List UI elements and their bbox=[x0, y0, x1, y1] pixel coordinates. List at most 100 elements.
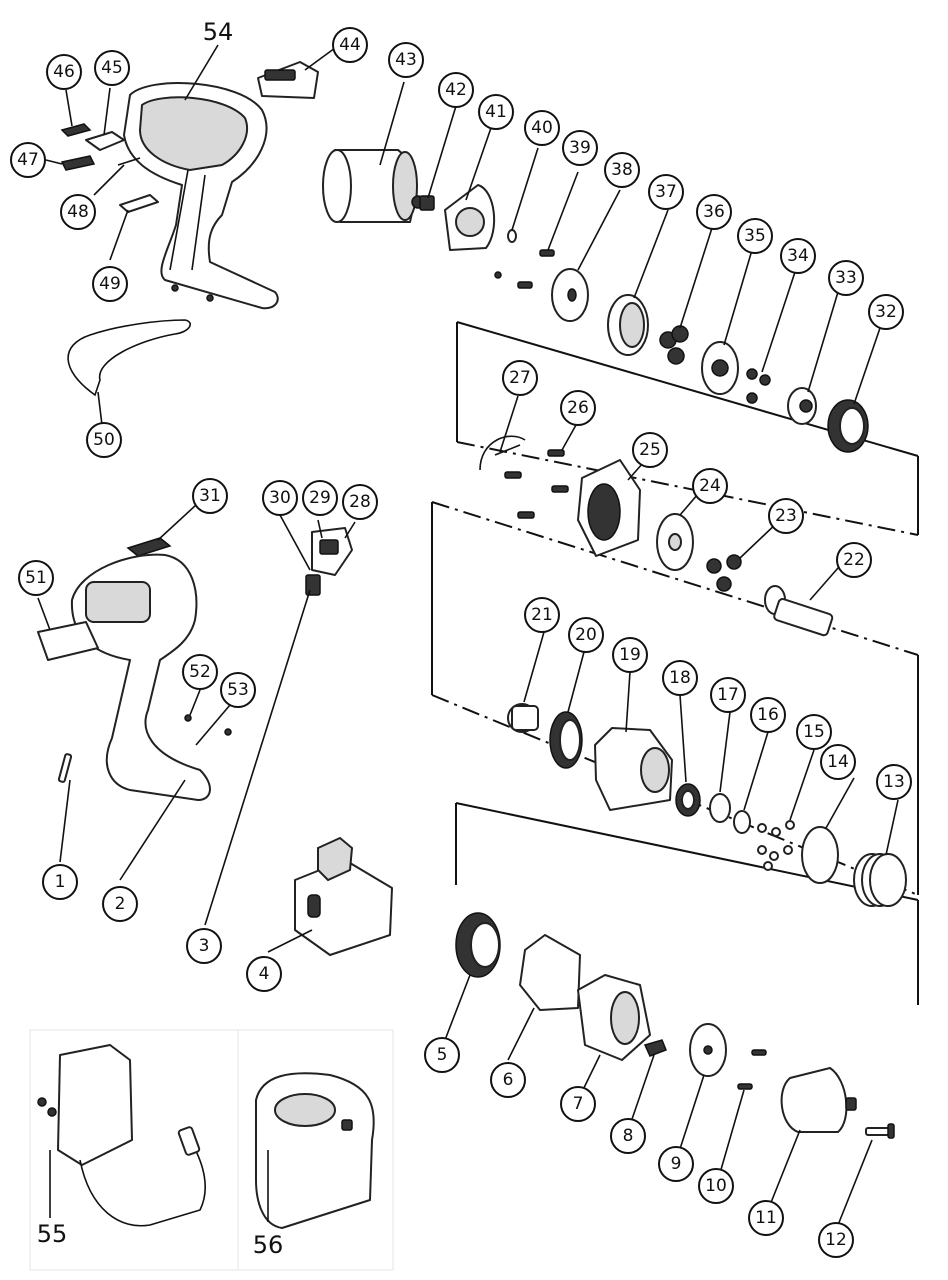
callout-16-circle bbox=[750, 697, 786, 733]
callout-26-label: 26 bbox=[567, 398, 589, 418]
callout-48-circle bbox=[60, 194, 96, 230]
callout-23-circle bbox=[768, 498, 804, 534]
collar-7 bbox=[577, 974, 651, 1061]
callout-3: 3 bbox=[186, 928, 222, 964]
callout-56-label: 56 bbox=[253, 1231, 284, 1259]
callout-14-label: 14 bbox=[827, 752, 849, 772]
callout-31: 31 bbox=[192, 478, 228, 514]
leader-35 bbox=[723, 249, 753, 346]
callout-1-label: 1 bbox=[55, 872, 66, 892]
leader-12 bbox=[835, 1139, 873, 1231]
washer-24 bbox=[656, 513, 694, 571]
callout-15: 15 bbox=[796, 714, 832, 750]
leader-21 bbox=[523, 631, 545, 703]
switch-plate-46 bbox=[60, 123, 92, 137]
callout-51-label: 51 bbox=[25, 568, 47, 588]
callout-7-label: 7 bbox=[573, 1094, 584, 1114]
screw-39 bbox=[517, 249, 555, 289]
callout-9-label: 9 bbox=[671, 1154, 682, 1174]
callout-52-label: 52 bbox=[189, 662, 211, 682]
callout-26: 26 bbox=[560, 390, 596, 426]
callout-54: 54 bbox=[203, 18, 234, 46]
callout-14: 14 bbox=[820, 744, 856, 780]
housing-half-right bbox=[70, 553, 211, 801]
callout-38-circle bbox=[604, 152, 640, 188]
callout-55: 55 bbox=[37, 1220, 68, 1248]
callout-34-circle bbox=[780, 238, 816, 274]
callout-46-circle bbox=[46, 54, 82, 90]
spindle-22 bbox=[764, 585, 834, 637]
callout-52-circle bbox=[182, 654, 218, 690]
callout-44-label: 44 bbox=[339, 35, 361, 55]
gear-case-25 bbox=[577, 459, 641, 557]
bushing-21 bbox=[507, 703, 539, 733]
callout-3-label: 3 bbox=[199, 936, 210, 956]
callout-39-circle bbox=[562, 130, 598, 166]
leader-10 bbox=[717, 1089, 745, 1181]
callout-37-label: 37 bbox=[655, 182, 677, 202]
leader-8 bbox=[629, 1054, 655, 1126]
callout-29-label: 29 bbox=[309, 488, 331, 508]
callout-45-circle bbox=[94, 50, 130, 86]
callout-14-circle bbox=[820, 744, 856, 780]
ring-32 bbox=[827, 399, 869, 453]
nut-52 bbox=[184, 714, 192, 722]
callout-4: 4 bbox=[246, 956, 282, 992]
ring-17 bbox=[709, 793, 731, 823]
callout-37: 37 bbox=[648, 174, 684, 210]
callout-51: 51 bbox=[18, 560, 54, 596]
callout-2: 2 bbox=[102, 886, 138, 922]
screws-26 bbox=[517, 449, 569, 519]
callout-24-label: 24 bbox=[699, 476, 721, 496]
callout-48: 48 bbox=[60, 194, 96, 230]
chuck-11 bbox=[780, 1067, 857, 1133]
torque-ring-6 bbox=[519, 934, 581, 1011]
callout-53-circle bbox=[220, 672, 256, 708]
callout-26-circle bbox=[560, 390, 596, 426]
callout-34-label: 34 bbox=[787, 246, 809, 266]
leader-29 bbox=[317, 519, 323, 539]
callout-28: 28 bbox=[342, 484, 378, 520]
leader-39 bbox=[547, 171, 579, 251]
leader-47 bbox=[45, 159, 63, 165]
callout-44-circle bbox=[332, 27, 368, 63]
callout-35: 35 bbox=[737, 218, 773, 254]
callout-42-label: 42 bbox=[445, 80, 467, 100]
leader-45 bbox=[103, 87, 111, 136]
callout-2-label: 2 bbox=[115, 894, 126, 914]
leader-51 bbox=[37, 597, 51, 631]
inset-charger-base bbox=[237, 1029, 394, 1271]
leader-16 bbox=[743, 731, 769, 811]
callout-56: 56 bbox=[253, 1231, 284, 1259]
battery-4 bbox=[294, 836, 393, 956]
callout-47: 47 bbox=[10, 142, 46, 178]
housing-half-left bbox=[123, 82, 279, 310]
callout-17: 17 bbox=[710, 677, 746, 713]
leader-9 bbox=[677, 1074, 705, 1156]
callout-16: 16 bbox=[750, 697, 786, 733]
callout-32-circle bbox=[868, 294, 904, 330]
callout-54-label: 54 bbox=[203, 18, 234, 46]
callout-47-circle bbox=[10, 142, 46, 178]
callout-53: 53 bbox=[220, 672, 256, 708]
callout-1: 1 bbox=[42, 864, 78, 900]
callout-29: 29 bbox=[302, 480, 338, 516]
callout-13-label: 13 bbox=[883, 772, 905, 792]
callout-42-circle bbox=[438, 72, 474, 108]
motor-plate-41 bbox=[444, 184, 496, 251]
leader-42 bbox=[427, 105, 457, 199]
callout-9-circle bbox=[658, 1146, 694, 1182]
callout-33: 33 bbox=[828, 260, 864, 296]
plate-9 bbox=[689, 1023, 727, 1077]
leader-30 bbox=[279, 514, 311, 571]
contact-strip-47 bbox=[60, 155, 96, 171]
callout-25: 25 bbox=[632, 432, 668, 468]
callout-51-circle bbox=[18, 560, 54, 596]
callout-35-circle bbox=[737, 218, 773, 254]
callout-18-label: 18 bbox=[669, 668, 691, 688]
callout-32-label: 32 bbox=[875, 302, 897, 322]
callout-24-circle bbox=[692, 468, 728, 504]
leader-37 bbox=[633, 209, 669, 299]
callout-41-circle bbox=[478, 94, 514, 130]
leader-20 bbox=[567, 651, 585, 713]
